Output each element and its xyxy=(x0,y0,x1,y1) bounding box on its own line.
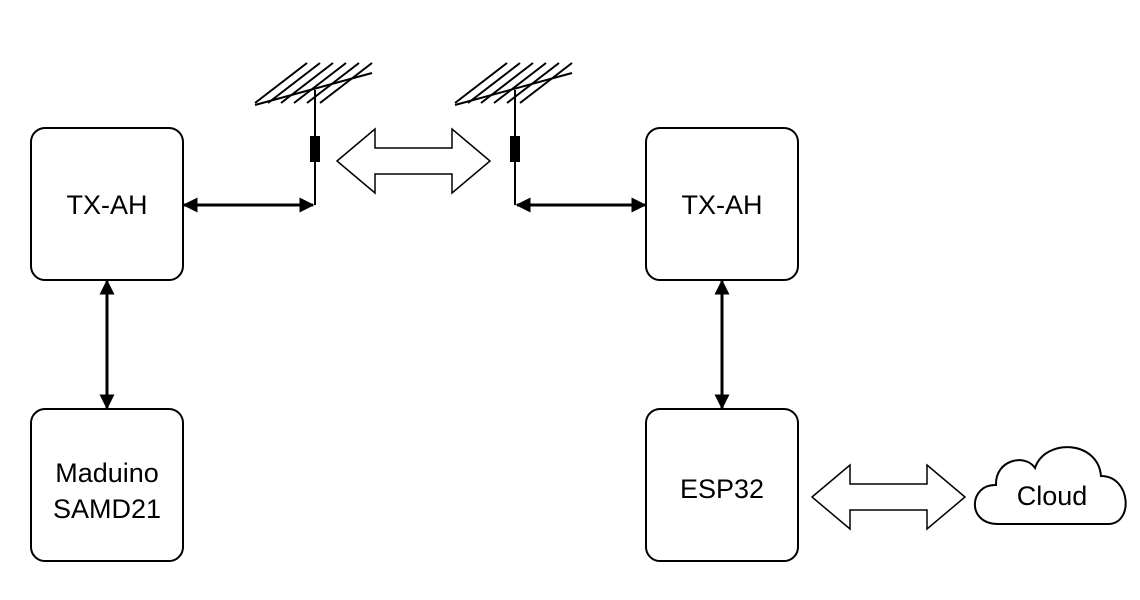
txah-left-label: TX-AH xyxy=(67,190,148,220)
esp32-label: ESP32 xyxy=(680,474,764,504)
antenna-icon xyxy=(254,62,373,205)
maduino-label-line2: SAMD21 xyxy=(53,494,161,524)
wireless-double-arrow xyxy=(335,127,492,195)
cloud-double-arrow xyxy=(810,463,967,531)
txah-left-node: TX-AH xyxy=(30,127,184,281)
cloud-icon xyxy=(973,446,1127,525)
cloud-label: Cloud xyxy=(1017,481,1088,511)
txah-right-node: TX-AH xyxy=(645,127,799,281)
txah-right-label: TX-AH xyxy=(682,190,763,220)
cloud-node: Cloud xyxy=(973,446,1127,525)
maduino-label-line1: Maduino xyxy=(55,458,159,488)
maduino-node: Maduino SAMD21 xyxy=(30,408,184,562)
esp32-node: ESP32 xyxy=(645,408,799,562)
antenna-icon xyxy=(454,62,573,205)
